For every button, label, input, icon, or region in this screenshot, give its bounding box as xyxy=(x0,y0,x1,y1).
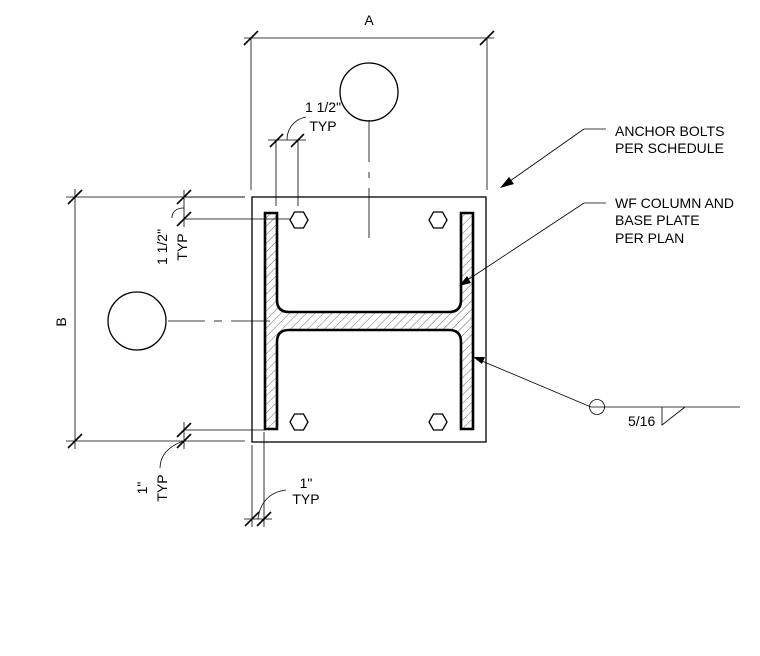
wf-column-section xyxy=(263,211,475,431)
plate-edge-bottom-typ: TYP xyxy=(292,491,319,507)
column-note-line1: WF COLUMN AND xyxy=(615,195,734,211)
plate-edge-dimension-left: 1" TYP xyxy=(134,422,265,502)
plate-edge-bottom-value: 1" xyxy=(300,475,313,491)
bolt-edge-top-value: 1 1/2" xyxy=(305,99,341,115)
grid-bubble-a xyxy=(339,62,399,122)
weld-symbol: 5/16 xyxy=(473,357,740,429)
bolt-edge-dimension-top: 1 1/2" TYP xyxy=(268,99,341,206)
dimension-a: A xyxy=(243,12,495,190)
anchor-bolt-hexagons xyxy=(289,211,448,431)
dimension-a-label: A xyxy=(364,12,374,28)
anchor-bolts-note-line2: PER SCHEDULE xyxy=(615,140,724,156)
column-note-line2: BASE PLATE xyxy=(615,212,700,228)
anchor-bolt-top-left xyxy=(289,211,309,229)
column-note-line3: PER PLAN xyxy=(615,230,684,246)
plate-edge-left-value: 1" xyxy=(134,482,150,495)
dimension-b-label: B xyxy=(53,317,69,326)
weld-size-label: 5/16 xyxy=(628,413,655,429)
plate-edge-dimension-bottom: 1" TYP xyxy=(244,432,320,527)
plate-edge-left-typ: TYP xyxy=(154,474,170,501)
bolt-edge-left-typ: TYP xyxy=(174,233,190,260)
fillet-weld-icon xyxy=(661,406,686,426)
grid-bubble-b xyxy=(107,291,167,351)
column-outline xyxy=(263,211,475,431)
anchor-bolt-bottom-left xyxy=(289,413,309,431)
anchor-bolts-note: ANCHOR BOLTS PER SCHEDULE xyxy=(500,123,724,188)
anchor-bolt-top-right xyxy=(428,211,448,229)
anchor-bolts-note-line1: ANCHOR BOLTS xyxy=(615,123,724,139)
bolt-edge-top-typ: TYP xyxy=(309,118,336,134)
dimension-b: B xyxy=(53,189,245,449)
centerlines xyxy=(168,120,370,322)
anchor-bolt-bottom-right xyxy=(428,413,448,431)
wf-column-note: WF COLUMN AND BASE PLATE PER PLAN xyxy=(459,195,734,286)
bolt-edge-left-value: 1 1/2" xyxy=(154,229,170,265)
weld-all-around-icon xyxy=(589,399,605,415)
bolt-edge-dimension-left: 1 1/2" TYP xyxy=(154,189,290,265)
